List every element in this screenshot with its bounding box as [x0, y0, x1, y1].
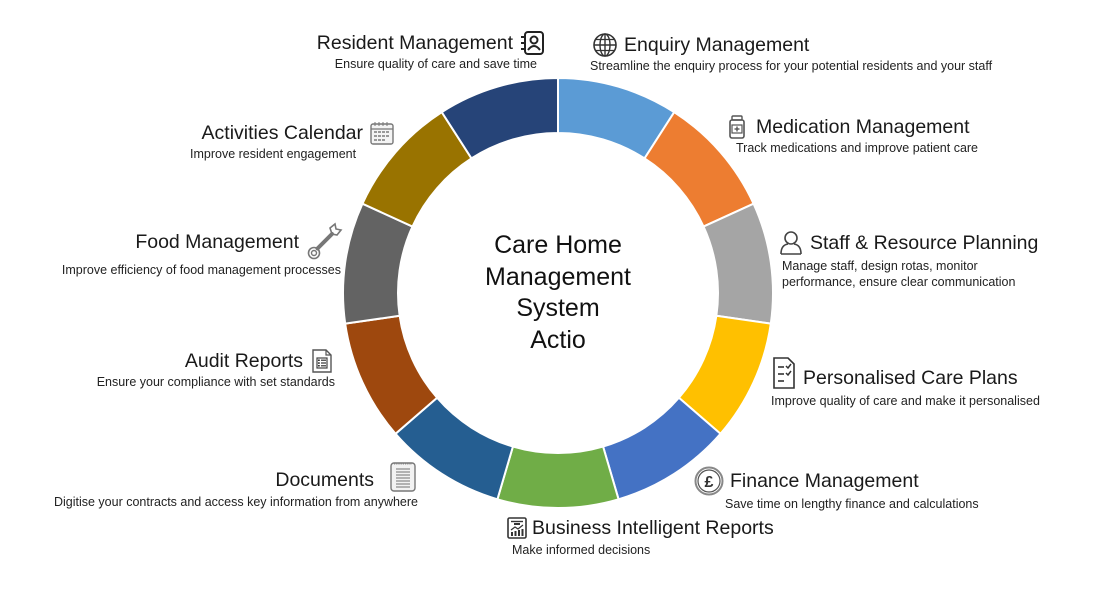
- ring-segment-business-intelligent-reports: [496, 445, 620, 509]
- module-finance-management: £ Finance Management Save time on length…: [694, 466, 979, 512]
- module-title: Personalised Care Plans: [803, 367, 1018, 389]
- center-title-line: Care Home: [494, 231, 622, 259]
- module-title: Documents: [275, 469, 374, 491]
- module-title: Business Intelligent Reports: [532, 516, 774, 539]
- person-icon: [778, 230, 804, 256]
- report-chart-icon: [506, 516, 528, 540]
- list-document-icon: [309, 348, 335, 374]
- module-title: Staff & Resource Planning: [810, 231, 1039, 254]
- module-enquiry-management: Enquiry Management Streamline the enquir…: [590, 32, 993, 74]
- module-title: Medication Management: [756, 115, 970, 138]
- svg-text:£: £: [705, 474, 714, 491]
- module-title: Activities Calendar: [201, 121, 363, 144]
- contact-book-icon: [519, 30, 545, 56]
- module-title: Audit Reports: [184, 349, 303, 372]
- notepad-icon: [388, 460, 418, 492]
- center-title-line: Actio: [530, 325, 586, 354]
- module-food-management: Food Management Improve efficiency of fo…: [40, 222, 345, 278]
- module-medication-management: Medication Management Track medications …: [724, 114, 978, 156]
- module-resident-management: Resident Management Ensure quality of ca…: [300, 30, 545, 72]
- module-activities-calendar: Activities Calendar Improve resident eng…: [160, 120, 395, 162]
- globe-icon: [592, 32, 618, 58]
- pound-coin-icon: £: [694, 466, 724, 496]
- module-description: Improve efficiency of food management pr…: [61, 263, 341, 277]
- center-title-line: Management: [485, 262, 631, 291]
- module-description: Make informed decisions: [512, 543, 651, 557]
- calendar-icon: [369, 120, 395, 146]
- module-description: Streamline the enquiry process for your …: [590, 59, 993, 73]
- module-audit-reports: Audit Reports Ensure your compliance wit…: [80, 348, 335, 390]
- module-documents: Documents Digitise your contracts and ac…: [38, 460, 418, 510]
- module-description: Save time on lengthy finance and calcula…: [725, 497, 979, 511]
- module-title: Enquiry Management: [624, 33, 810, 56]
- center-title-line: System: [516, 294, 600, 322]
- checklist-icon: [771, 356, 797, 390]
- module-description: Track medications and improve patient ca…: [736, 141, 979, 155]
- module-description: Digitise your contracts and access key i…: [53, 495, 418, 509]
- module-description: Improve quality of care and make it pers…: [771, 394, 1040, 408]
- module-description: Improve resident engagement: [190, 147, 357, 161]
- module-description: Manage staff, design rotas, monitor: [782, 259, 978, 273]
- ring-segment-resident-management: [440, 76, 559, 160]
- module-description: Ensure quality of care and save time: [334, 57, 537, 71]
- module-description: Ensure your compliance with set standard…: [96, 375, 335, 389]
- ring-segment-staff-resource-planning: [702, 202, 774, 325]
- module-title: Resident Management: [316, 31, 513, 54]
- wrench-icon: [305, 222, 345, 262]
- module-staff-resource-planning: Staff & Resource Planning Manage staff, …: [778, 230, 1038, 290]
- module-personalised-care-plans: Personalised Care Plans Improve quality …: [771, 356, 1040, 409]
- module-title: Food Management: [135, 230, 299, 253]
- module-description: performance, ensure clear communication: [782, 275, 1016, 289]
- medicine-bottle-icon: [724, 114, 750, 140]
- module-business-intelligent-reports: Business Intelligent Reports Make inform…: [506, 516, 774, 558]
- module-title: Finance Management: [730, 469, 919, 492]
- center-title: Care Home Management System Actio: [458, 230, 658, 356]
